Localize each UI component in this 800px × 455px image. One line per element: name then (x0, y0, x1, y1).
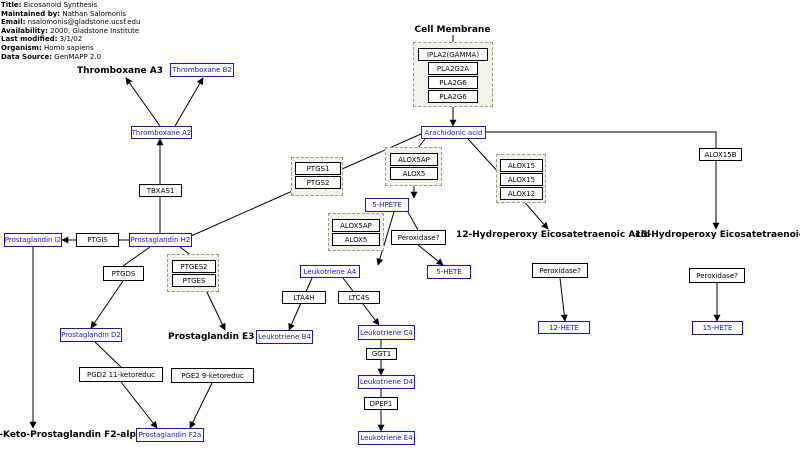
metabolite-15-hete[interactable]: 15-HETE (692, 321, 743, 335)
info-line: Title: Eicosanoid Synthesis (1, 1, 98, 9)
metabolite-leukotriene-e4[interactable]: Leukotriene E4 (358, 431, 415, 445)
metabolite-prostaglandin-i2[interactable]: Prostaglandin I2 (4, 233, 62, 247)
gene-alox15[interactable]: ALOX15 (500, 159, 543, 172)
gene-tbxas1[interactable]: TBXAS1 (139, 184, 182, 197)
gene-alox5ap[interactable]: ALOX5AP (332, 219, 380, 232)
gene-pla2g2a[interactable]: PLA2G2A (428, 62, 478, 75)
gene-ptgds[interactable]: PTGDS (103, 266, 144, 281)
metabolite-prostaglandin-h2[interactable]: Prostaglandin H2 (129, 233, 192, 247)
metabolite-leukotriene-d4[interactable]: Leukotriene D4 (358, 375, 415, 389)
gene-alox5[interactable]: ALOX5 (390, 167, 438, 180)
metabolite-thromboxane-a2[interactable]: Thromboxane A2 (131, 126, 192, 139)
gene-alox15b[interactable]: ALOX15B (699, 148, 742, 161)
metabolite-thromboxane-b2[interactable]: Thromboxane B2 (170, 63, 234, 77)
metabolite-prostaglandin-d2[interactable]: Prostaglandin D2 (60, 328, 122, 342)
metabolite-leukotriene-a4[interactable]: Leukotriene A4 (300, 265, 360, 278)
info-line: Organism: Homo sapiens (1, 43, 94, 52)
gene-ipla2-gamma[interactable]: IPLA2(GAMMA) (418, 48, 488, 61)
metabolite-prostaglandin-f2a[interactable]: Prostaglandin F2a (136, 428, 204, 442)
prostaglandin-e3-label: Prostaglandin E3 (168, 332, 255, 342)
info-line: Data Source: GenMAPP 2.0 (1, 52, 102, 61)
enzyme-peroxidase[interactable]: Peroxidase? (391, 230, 446, 245)
gene-ptgs1[interactable]: PTGS1 (295, 162, 341, 175)
gene-lta4h[interactable]: LTA4H (282, 291, 326, 304)
hpete-12-label: 12-Hydroperoxy Eicosatetraenoic Acid (456, 230, 651, 240)
metabolite-5-hpete[interactable]: 5-HPETE (365, 198, 409, 212)
gene-ptgis[interactable]: PTGIS (76, 233, 119, 247)
gene-pla2g6[interactable]: PLA2G6 (428, 76, 478, 89)
enzyme-pgd2-ketoreductase[interactable]: PGD2 11-ketoreduc (79, 367, 163, 382)
enzyme-peroxidase[interactable]: Peroxidase? (689, 268, 745, 283)
gene-alox5[interactable]: ALOX5 (332, 233, 380, 246)
metabolite-arachidonic-acid[interactable]: Arachidonic acid (421, 126, 486, 139)
metabolite-leukotriene-c4[interactable]: Leukotriene C4 (358, 325, 415, 340)
info-line: Availability: 2000, Gladstone Institute (1, 26, 140, 35)
gene-alox5ap[interactable]: ALOX5AP (390, 153, 438, 166)
metabolite-leukotriene-b4[interactable]: Leukotriene B4 (256, 330, 313, 344)
gene-ptges[interactable]: PTGES (172, 274, 216, 287)
pathway-info: Title: Eicosanoid Synthesis Maintained b… (1, 1, 140, 61)
metabolite-5-hete[interactable]: 5-HETE (427, 265, 471, 279)
thromboxane-a3-label: Thromboxane A3 (77, 66, 163, 76)
gene-ptgs2[interactable]: PTGS2 (295, 176, 341, 189)
info-line: Last modified: 3/1/02 (1, 35, 83, 44)
cell-membrane-label: Cell Membrane (414, 24, 491, 35)
metabolite-12-hete[interactable]: 12-HETE (538, 321, 590, 334)
enzyme-pge2-ketoreductase[interactable]: PGE2 9-ketoreduc (171, 368, 254, 383)
gene-alox15[interactable]: ALOX15 (500, 173, 543, 186)
gene-ltc4s[interactable]: LTC4S (338, 291, 380, 304)
hpete-15-label: 15-Hydroperoxy Eicosatetraenoic Acid (635, 230, 800, 240)
info-line: Maintained by: Nathan Salomonis (1, 9, 127, 18)
enzyme-peroxidase[interactable]: Peroxidase? (532, 263, 588, 278)
gene-alox12[interactable]: ALOX12 (500, 187, 543, 200)
gene-ggt1[interactable]: GGT1 (366, 348, 397, 360)
gene-pla2g6[interactable]: PLA2G6 (428, 90, 478, 103)
info-line: Email: nsalomonis@gladstone.ucsf.edu (1, 18, 141, 27)
gene-dpep1[interactable]: DPEP1 (364, 397, 398, 410)
keto-pgf2a-label: 6-Keto-Prostaglandin F2-alpha (0, 430, 149, 440)
gene-ptges2[interactable]: PTGES2 (172, 260, 216, 273)
